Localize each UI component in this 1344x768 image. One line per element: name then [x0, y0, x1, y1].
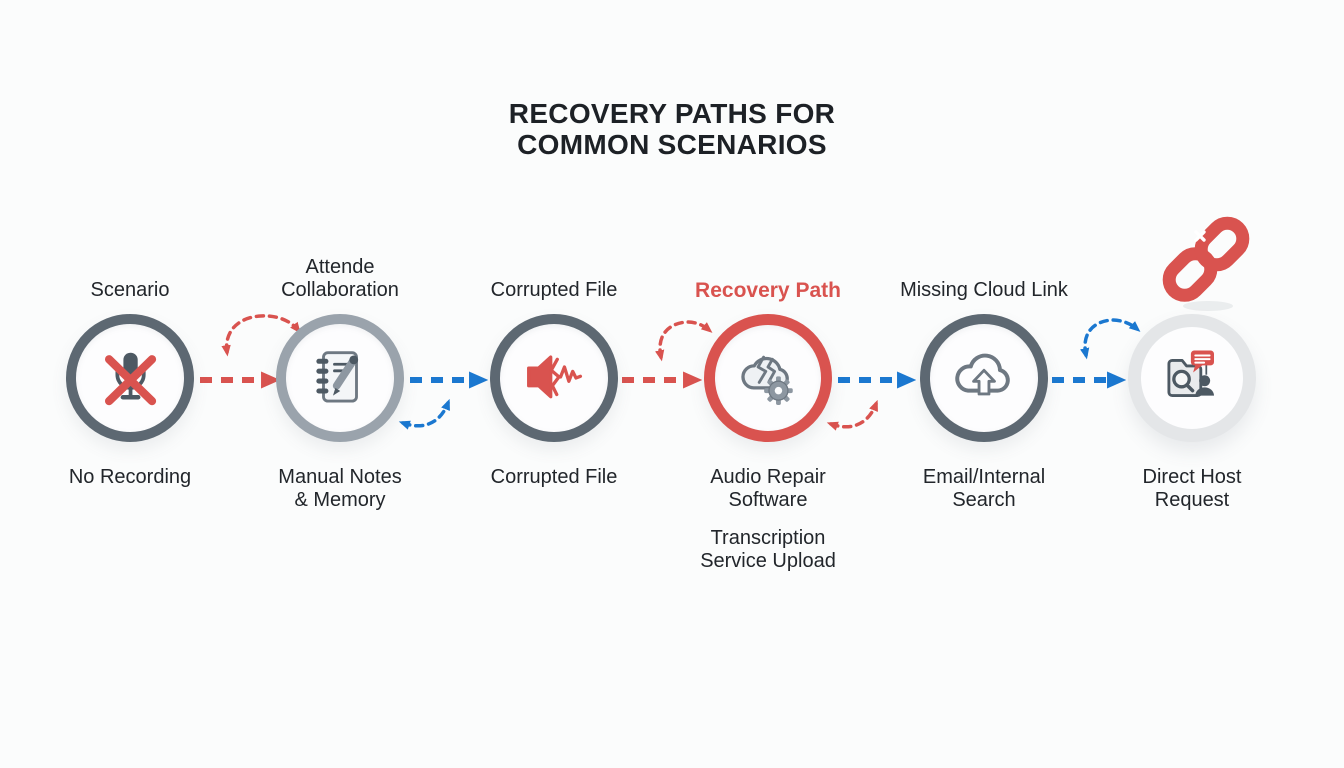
- node-no-recording: Scenario No Recording: [20, 240, 240, 489]
- node-direct-host: Direct Host Request: [1082, 240, 1302, 512]
- node-label: Corrupted File: [490, 466, 618, 488]
- node-manual-notes: Attende Collaboration Manual Notes & Mem…: [230, 240, 450, 512]
- cloud-repair-gear-icon: [741, 355, 793, 405]
- node-label: No Recording: [68, 466, 192, 488]
- node-label: Audio Repair Software: [710, 466, 826, 511]
- node-circle: [66, 314, 194, 442]
- node-circle: [1128, 314, 1256, 442]
- page-title: RECOVERY PATHS FOR COMMON SCENARIOS: [508, 98, 836, 160]
- column-label-recovery-path: Recovery Path: [695, 279, 841, 302]
- magnifier-icon: [1172, 369, 1191, 389]
- person-icon: [1195, 375, 1214, 396]
- notebook-pencil-icon: [316, 351, 359, 403]
- gear-icon: [764, 376, 793, 405]
- node-circle: [490, 314, 618, 442]
- node-label: Direct Host Request: [1142, 466, 1242, 511]
- node-label: Email/Internal Search: [922, 466, 1046, 511]
- column-label-attendee-collaboration: Attende Collaboration: [281, 256, 399, 301]
- column-label-corrupted-file: Corrupted File: [490, 279, 618, 301]
- node-audio-repair: Recovery Path: [658, 240, 878, 573]
- folder-search-contact-icon: [1167, 350, 1214, 398]
- node-corrupted-file: Corrupted File Corrupted File: [444, 240, 664, 489]
- column-label-scenario: Scenario: [90, 279, 170, 301]
- speech-bubble-icon: [1190, 350, 1214, 373]
- column-label-missing-cloud-link: Missing Cloud Link: [900, 279, 1068, 301]
- node-sub-label: Transcription Service Upload: [700, 527, 836, 572]
- node-circle: [920, 314, 1048, 442]
- cloud-upload-icon: [955, 353, 1010, 396]
- microphone-muted-icon: [104, 352, 157, 406]
- node-cloud-search: Missing Cloud Link Email/Internal Search: [874, 240, 1094, 512]
- node-circle: [704, 314, 832, 442]
- node-label: Manual Notes & Memory: [278, 466, 402, 511]
- corrupted-audio-icon: [527, 355, 583, 399]
- node-circle: [276, 314, 404, 442]
